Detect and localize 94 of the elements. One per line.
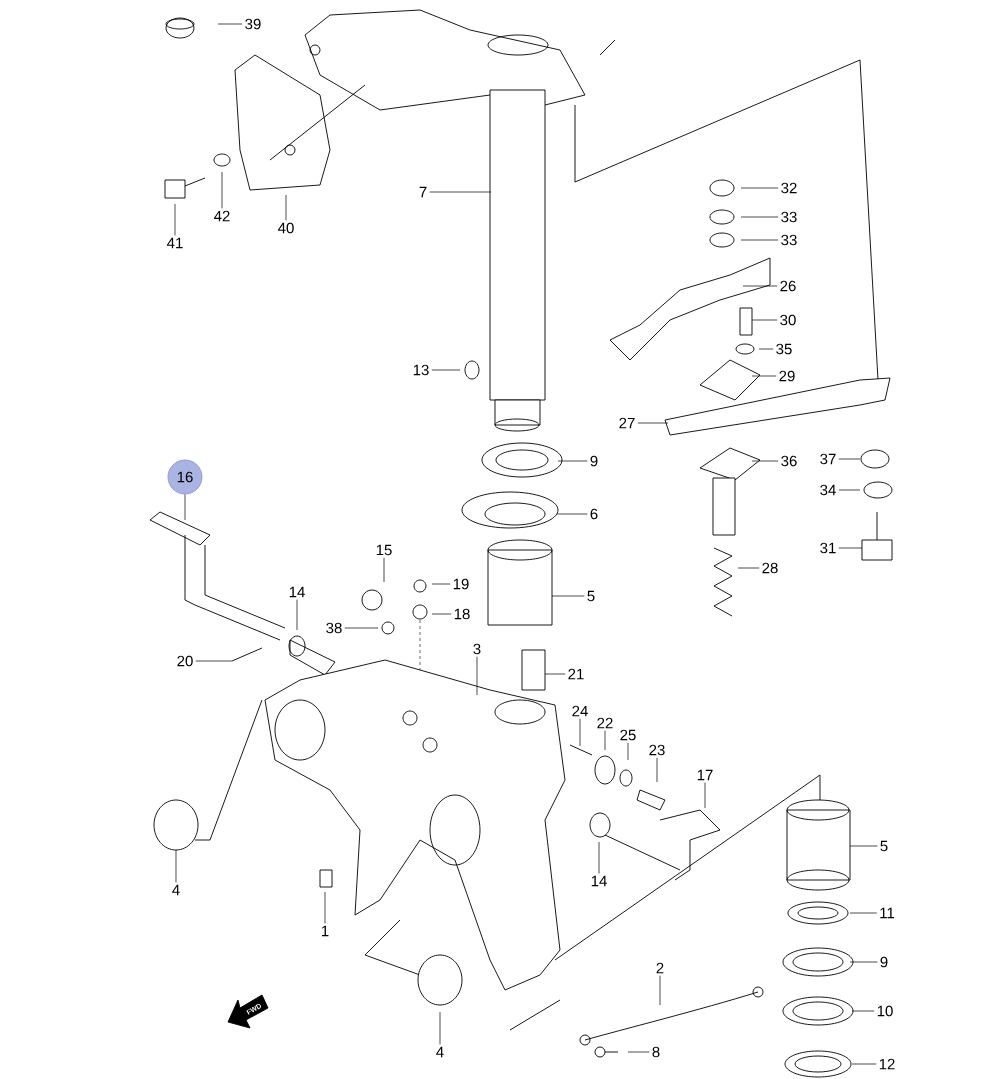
callout-number: 11 <box>880 907 895 919</box>
callout-number: 35 <box>776 343 792 355</box>
callout-number: 10 <box>877 1005 893 1017</box>
callout-number: 7 <box>419 186 427 198</box>
callout-number: 31 <box>820 542 836 554</box>
leader-line <box>851 1010 875 1012</box>
leader-line <box>740 239 779 241</box>
leader-line <box>737 567 760 569</box>
callout-number: 22 <box>597 717 613 729</box>
callout-number: 17 <box>697 769 713 781</box>
leader-line <box>627 742 629 761</box>
leader-line <box>429 191 492 193</box>
callout-number: 6 <box>590 508 598 520</box>
leader-line <box>849 961 878 963</box>
leader-line <box>751 375 777 377</box>
callout-number: 9 <box>880 956 888 968</box>
callout-number: 24 <box>572 705 588 717</box>
leader-line <box>431 583 451 585</box>
leader-line <box>221 171 223 209</box>
leader-line <box>431 613 452 615</box>
callout-number: 23 <box>649 744 665 756</box>
leader-line <box>598 841 600 874</box>
leader-line <box>604 730 606 751</box>
callout-number: 30 <box>780 314 796 326</box>
leader-line <box>383 557 385 583</box>
callout-number: 8 <box>652 1046 660 1058</box>
leader-line <box>579 718 581 747</box>
leader-line <box>704 782 706 809</box>
leader-line <box>637 422 669 424</box>
callout-number: 34 <box>820 484 836 496</box>
callout-number: 40 <box>278 222 294 234</box>
leader-line <box>296 599 298 631</box>
callout-number: 14 <box>289 586 305 598</box>
leader-line <box>344 627 379 629</box>
callout-number: 39 <box>245 18 261 30</box>
leader-line <box>740 187 779 189</box>
callout-number: 28 <box>762 562 778 574</box>
leader-line <box>751 319 778 321</box>
leader-line <box>849 912 878 914</box>
callout-number: 2 <box>656 962 664 974</box>
callout-number: 32 <box>781 182 797 194</box>
callout-number: 13 <box>413 364 429 376</box>
callout-number: 14 <box>591 875 607 887</box>
leader-line <box>476 656 478 696</box>
leader-line <box>324 891 326 924</box>
callout-number: 4 <box>172 884 180 896</box>
leader-line <box>627 1051 650 1053</box>
callout-number: 29 <box>779 370 795 382</box>
leader-line <box>551 595 585 597</box>
leader-line <box>217 23 243 25</box>
leader-line <box>556 513 588 515</box>
leader-line <box>838 458 861 460</box>
leader-line <box>849 845 878 847</box>
leader-line <box>742 285 778 287</box>
callout-number: 41 <box>167 237 183 249</box>
callout-number: 42 <box>214 210 230 222</box>
callout-number: 21 <box>568 668 584 680</box>
callout-number: 27 <box>619 417 635 429</box>
callout-number: 4 <box>436 1046 444 1058</box>
leader-line <box>751 460 779 462</box>
callout-number: 18 <box>454 608 470 620</box>
leader-line <box>544 673 566 675</box>
callout-number: 15 <box>376 544 392 556</box>
callout-number: 33 <box>781 211 797 223</box>
leader-line <box>758 348 774 350</box>
callout-number: 36 <box>781 455 797 467</box>
callout-number: 1 <box>321 925 329 937</box>
leader-line <box>656 757 658 783</box>
callout-number: 12 <box>879 1058 895 1070</box>
callout-number: 37 <box>820 453 836 465</box>
callout-number: 20 <box>177 655 193 667</box>
leader-line <box>851 1063 877 1065</box>
leader-line <box>174 203 176 236</box>
highlighted-callout-number: 16 <box>167 459 203 495</box>
callout-number: 3 <box>473 643 481 655</box>
leader-line <box>439 1011 441 1045</box>
callout-number: 38 <box>326 622 342 634</box>
leader-line <box>195 660 233 662</box>
leader-line <box>838 489 861 491</box>
callout-number: 19 <box>453 578 469 590</box>
leader-line <box>184 494 186 521</box>
callout-number: 9 <box>590 455 598 467</box>
leader-line <box>431 369 461 371</box>
callout-number: 5 <box>587 590 595 602</box>
leader-line <box>740 216 779 218</box>
leader-line <box>285 194 287 221</box>
leader-line <box>175 849 177 883</box>
leader-line <box>659 975 661 1006</box>
callout-number: 33 <box>781 234 797 246</box>
callout-number: 26 <box>780 280 796 292</box>
leader-line <box>838 547 863 549</box>
callout-number: 5 <box>880 840 888 852</box>
leader-line <box>557 460 588 462</box>
callout-number: 25 <box>620 729 636 741</box>
